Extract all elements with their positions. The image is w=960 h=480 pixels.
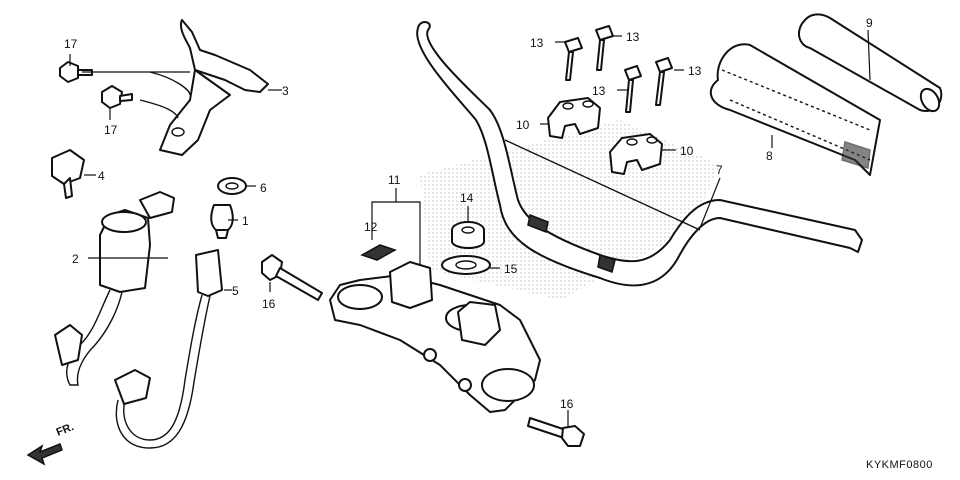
front-arrow-icon [26, 443, 63, 466]
callout-4: 4 [98, 169, 105, 183]
callout-15: 15 [504, 262, 518, 276]
handlebar-upper-holder-right[interactable] [609, 133, 663, 175]
holder-bolt-4[interactable] [655, 57, 673, 106]
callout-13-a: 13 [530, 36, 544, 50]
callout-10-right: 10 [680, 144, 694, 158]
holder-bolt-1[interactable] [564, 37, 583, 81]
holder-bolt-2[interactable] [595, 25, 614, 71]
callout-12: 12 [364, 220, 378, 234]
bulb-grommet[interactable] [217, 177, 247, 195]
pinch-bolt-left[interactable] [261, 254, 323, 301]
top-bridge[interactable] [329, 261, 541, 413]
handlebar-pad[interactable] [709, 43, 881, 176]
callout-13-b: 13 [626, 30, 640, 44]
holder-bolt-3[interactable] [624, 65, 642, 113]
handlebar[interactable] [416, 21, 863, 287]
callout-9: 9 [866, 16, 873, 30]
callout-14: 14 [460, 191, 474, 205]
callout-3: 3 [282, 84, 289, 98]
callout-11: 11 [388, 173, 401, 187]
leader-lines [69, 29, 871, 428]
callout-6: 6 [260, 181, 267, 195]
callout-16-top: 17 [64, 37, 78, 51]
callout-2: 2 [72, 252, 79, 266]
callout-13-d: 13 [688, 64, 702, 78]
callout-16-bottom: 17 [104, 123, 118, 137]
diagram-code: KYKMF0800 [866, 459, 933, 471]
steering-stem-nut[interactable] [451, 221, 485, 249]
top-bridge-pad[interactable] [360, 244, 397, 261]
front-marker: FR. [55, 421, 76, 439]
handlebar-upper-holder-left[interactable] [547, 97, 601, 139]
pinch-bolt-right[interactable] [527, 417, 585, 447]
stem-washer[interactable] [441, 255, 491, 275]
callout-5: 5 [232, 284, 239, 298]
bracket-bolt-bottom[interactable] [101, 85, 133, 109]
callout-7: 7 [716, 163, 723, 177]
bulb-socket-harness[interactable] [114, 249, 223, 449]
callout-17-left: 16 [262, 297, 276, 311]
ignition-switch[interactable] [54, 191, 175, 386]
ignition-key[interactable] [51, 149, 85, 199]
callout-17-right: 16 [560, 397, 574, 411]
callout-1: 1 [242, 214, 249, 228]
mounting-bracket[interactable] [139, 19, 269, 156]
handlebar-foam-roll[interactable] [798, 13, 943, 114]
indicator-bulb[interactable] [210, 204, 234, 239]
callout-13-c: 13 [592, 84, 606, 98]
callout-8: 8 [766, 149, 773, 163]
callout-10-left: 10 [516, 118, 530, 132]
